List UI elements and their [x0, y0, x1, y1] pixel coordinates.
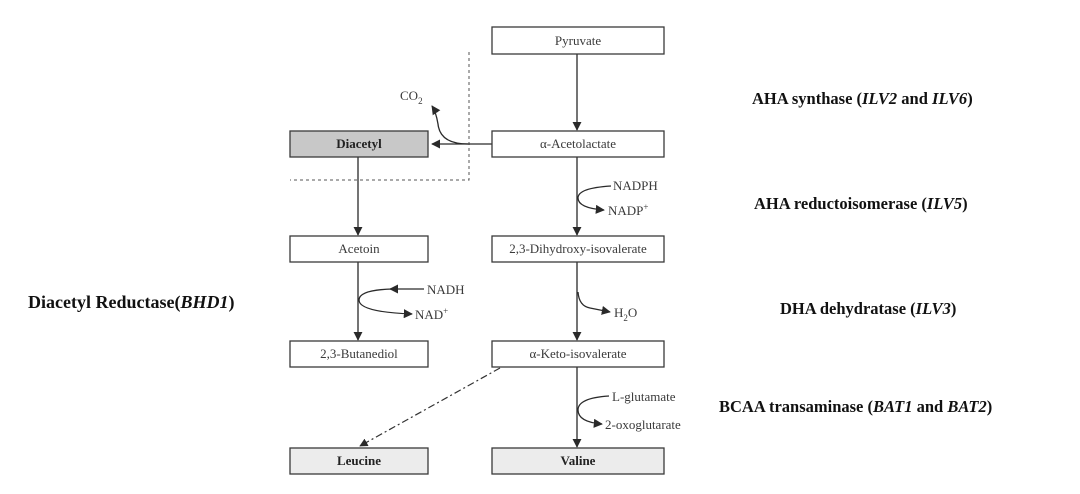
arrow-keto-leucine — [359, 367, 501, 447]
node-pyruvate: Pyruvate — [491, 26, 665, 55]
node-dihydroxy-isovalerate: 2,3-Dihydroxy-isovalerate — [491, 235, 665, 263]
node-acetolactate: α-Acetolactate — [491, 130, 665, 158]
arrow-co2-release — [431, 105, 469, 145]
svg-text:Leucine: Leucine — [337, 453, 381, 468]
node-acetoin: Acetoin — [289, 235, 429, 263]
nadh-label: NADH — [427, 282, 465, 297]
enzyme-bcaa-transaminase: BCAA transaminase (BAT1 and BAT2) — [719, 397, 992, 416]
svg-text:Acetoin: Acetoin — [338, 241, 380, 256]
l-glutamate-label: L-glutamate — [612, 389, 676, 404]
enzyme-aha-synthase: AHA synthase (ILV2 and ILV6) — [752, 89, 973, 108]
nad-label: NAD+ — [415, 306, 448, 322]
svg-text:Diacetyl: Diacetyl — [336, 136, 382, 151]
node-keto-isovalerate: α-Keto-isovalerate — [491, 340, 665, 368]
h2o-label: H2O — [614, 305, 637, 323]
svg-text:Pyruvate: Pyruvate — [555, 33, 601, 48]
enzyme-aha-reductoisomerase: AHA reductoisomerase (ILV5) — [754, 194, 968, 213]
nadph-label: NADPH — [613, 178, 658, 193]
node-leucine: Leucine — [289, 447, 429, 475]
svg-text:2,3-Dihydroxy-isovalerate: 2,3-Dihydroxy-isovalerate — [509, 241, 647, 256]
nadp-label: NADP+ — [608, 202, 648, 218]
svg-text:2,3-Butanediol: 2,3-Butanediol — [320, 346, 398, 361]
svg-text:Valine: Valine — [561, 453, 596, 468]
enzyme-dha-dehydratase: DHA dehydratase (ILV3) — [780, 299, 956, 318]
enzyme-diacetyl-reductase: Diacetyl Reductase(BHD1) — [28, 292, 234, 313]
arrow-h2o-release — [577, 291, 611, 315]
node-butanediol: 2,3-Butanediol — [289, 340, 429, 368]
node-valine: Valine — [491, 447, 665, 475]
arrow-glutamate-cofactor — [577, 395, 610, 428]
arrow-nadph-cofactor — [577, 185, 612, 214]
co2-label: CO2 — [400, 88, 423, 106]
arrow-nadh-cofactor — [358, 288, 413, 319]
svg-text:α-Acetolactate: α-Acetolactate — [540, 136, 616, 151]
svg-text:α-Keto-isovalerate: α-Keto-isovalerate — [529, 346, 626, 361]
oxoglutarate-label: 2-oxoglutarate — [605, 417, 681, 432]
node-diacetyl: Diacetyl — [289, 130, 429, 158]
dashed-region — [290, 52, 470, 181]
